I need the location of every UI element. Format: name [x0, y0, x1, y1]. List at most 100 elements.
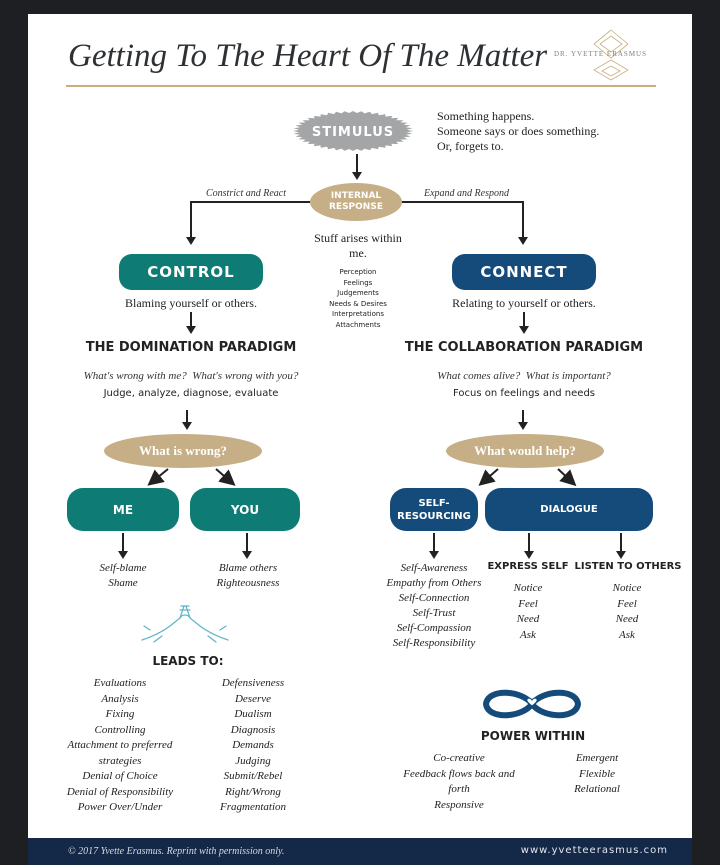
list-item: Controlling	[94, 723, 146, 736]
list-item: Blame others	[218, 562, 278, 574]
collaboration-questions: What comes alive? What is important?	[437, 370, 611, 382]
list-item: Ask	[619, 628, 635, 641]
list-item: Self-Connection	[398, 592, 470, 604]
domination-questions: What's wrong with me? What's wrong with …	[83, 370, 299, 382]
self-resourcing-list: Self-Awareness Empathy from Others Self-…	[381, 561, 487, 651]
arrow-diagonal-icon	[557, 468, 577, 487]
arrow-down-icon	[352, 154, 362, 180]
arrow-down-icon	[186, 201, 196, 245]
list-item: Needs & Desires	[329, 299, 387, 308]
arrow-down-icon	[518, 201, 528, 245]
list-item: Deserve	[234, 692, 272, 705]
power-within-list-2: Emergent Flexible Relational	[552, 751, 642, 798]
listen-to-others-heading: LISTEN TO OTHERS	[574, 561, 682, 572]
list-item: Emergent	[575, 752, 619, 764]
control-box: CONTROL	[119, 254, 263, 290]
left-path-label: Constrict and React	[206, 188, 286, 199]
domination-actions: Judge, analyze, diagnose, evaluate	[103, 388, 279, 399]
list-item: Flexible	[578, 767, 616, 780]
leads-to-heading: LEADS TO:	[152, 654, 224, 668]
list-item: Dualism	[234, 708, 272, 720]
me-box: ME	[67, 488, 179, 531]
list-item: Shame	[108, 577, 138, 589]
list-item: Attachment to preferred strategies	[67, 739, 173, 767]
left-connector-line	[190, 201, 310, 203]
stuff-arises-text: Stuff arises within me.	[314, 231, 402, 260]
brand-logo-icon	[593, 29, 629, 81]
arrow-down-icon	[186, 312, 196, 334]
list-item: Notice	[612, 582, 642, 594]
arrow-down-icon	[518, 410, 528, 430]
list-item: Feedback flows back and forth	[403, 767, 515, 796]
list-item: Perception	[339, 268, 377, 276]
list-item: Self-Trust	[412, 607, 456, 619]
connect-description: Relating to yourself or others.	[452, 296, 596, 310]
list-item: Relational	[574, 783, 620, 795]
list-item: Righteousness	[216, 577, 280, 589]
stimulus-description: Something happens. Someone says or does …	[437, 109, 599, 154]
arrow-diagonal-icon	[147, 468, 169, 486]
dialogue-box: DIALOGUE	[485, 488, 653, 531]
you-list: Blame others Righteousness	[193, 561, 303, 591]
list-item: Feelings	[343, 278, 373, 287]
infographic-page: Getting To The Heart Of The Matter DR. Y…	[28, 14, 692, 865]
list-item: Self-blame	[99, 562, 147, 574]
list-item: Ask	[520, 628, 536, 641]
arrow-down-icon	[429, 533, 439, 559]
power-within-heading: POWER WITHIN	[480, 729, 586, 743]
arrow-down-icon	[182, 410, 192, 430]
list-item: Diagnosis	[230, 723, 276, 736]
list-item: Interpretations	[332, 310, 384, 318]
right-connector-line	[402, 201, 524, 203]
list-item: Judgements	[337, 289, 379, 297]
stimulus-line: Something happens.	[437, 109, 535, 123]
list-item: Submit/Rebel	[223, 770, 283, 782]
page-title: Getting To The Heart Of The Matter	[68, 38, 548, 74]
arrow-down-icon	[519, 312, 529, 334]
leads-to-list-1: Evaluations Analysis Fixing Controlling …	[52, 676, 188, 816]
brand-name: DR. YVETTE ERASMUS	[554, 50, 647, 58]
collaboration-actions: Focus on feelings and needs	[452, 388, 596, 399]
list-item: Power Over/Under	[77, 801, 163, 813]
stimulus-badge: STIMULUS	[293, 111, 413, 151]
list-item: Feel	[617, 597, 637, 610]
power-within-list-1: Co-creative Feedback flows back and fort…	[394, 751, 524, 813]
you-box: YOU	[190, 488, 300, 531]
header-rule	[66, 85, 656, 87]
list-item: Demands	[232, 739, 274, 751]
list-item: Right/Wrong	[225, 785, 281, 798]
right-path-label: Expand and Respond	[424, 188, 509, 199]
list-item: Need	[516, 613, 540, 625]
list-item: Self-Responsibility	[392, 637, 476, 649]
arm-wrestling-icon	[141, 605, 229, 643]
arrow-diagonal-icon	[478, 468, 499, 486]
list-item: Empathy from Others	[386, 577, 482, 589]
list-item: Denial of Responsibility	[66, 785, 174, 798]
list-item: Denial of Choice	[82, 770, 158, 782]
stimulus-line: Someone says or does something.	[437, 124, 600, 138]
arrow-down-icon	[524, 533, 534, 559]
express-self-list: Notice Feel Need Ask	[493, 581, 563, 643]
arrow-diagonal-icon	[215, 468, 236, 486]
list-item: Evaluations	[93, 677, 147, 689]
control-description: Blaming yourself or others.	[125, 296, 257, 310]
list-item: Analysis	[101, 692, 139, 705]
list-item: Fixing	[105, 708, 135, 720]
footer-url[interactable]: www.yvetteerasmus.com	[520, 845, 668, 856]
list-item: Co-creative	[433, 752, 485, 764]
express-self-heading: EXPRESS SELF	[487, 561, 569, 572]
what-is-wrong-oval: What is wrong?	[104, 434, 262, 468]
leads-to-list-2: Defensiveness Deserve Dualism Diagnosis …	[198, 676, 308, 816]
collaboration-paradigm-heading: THE COLLABORATION PARADIGM	[404, 340, 644, 355]
footer-bar	[28, 838, 692, 865]
internal-response-list: Perception Feelings Judgements Needs & D…	[313, 267, 403, 330]
list-item: Notice	[513, 582, 543, 594]
listen-to-others-list: Notice Feel Need Ask	[591, 581, 663, 643]
list-item: Attachments	[335, 320, 381, 329]
list-item: Need	[615, 613, 639, 625]
infinity-heart-icon	[483, 689, 581, 719]
stimulus-line: Or, forgets to.	[437, 139, 504, 153]
me-list: Self-blame Shame	[73, 561, 173, 591]
list-item: Feel	[518, 597, 538, 610]
stimulus-label: STIMULUS	[312, 125, 394, 140]
